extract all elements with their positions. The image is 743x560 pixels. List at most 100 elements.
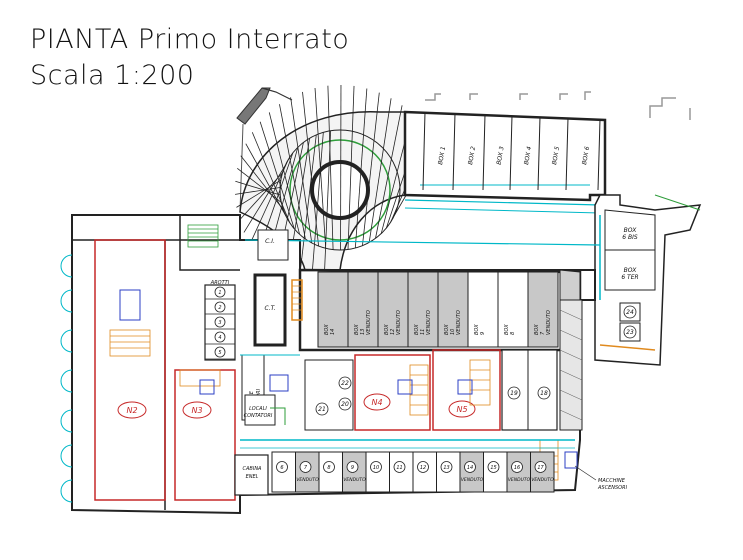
cellar-bottom-number: 12: [420, 465, 426, 471]
cellar-bottom-number: 8: [327, 465, 330, 471]
cellar-bottom-status: VENDUTO: [296, 477, 319, 483]
box-middle-label: BOX: [444, 324, 450, 335]
macchine-right-line2: ASCENSORI: [597, 485, 628, 491]
cellar-mid-label: 20: [341, 401, 349, 408]
cellar-mid-label: 21: [318, 406, 326, 413]
cabina-line2: ENEL: [246, 474, 259, 480]
box-right-label: 6 BIS: [622, 234, 638, 241]
ct-label: C.T.: [265, 305, 276, 312]
cellar-bottom-status: VENDUTO: [508, 477, 531, 483]
plan-scale: Scala 1:200: [30, 60, 195, 91]
right-cellars: 19 18: [501, 299, 583, 431]
cellar-left-label: 4: [218, 335, 221, 341]
cellar-bottom-status: VENDUTO: [461, 477, 484, 483]
box-top-label: BOX 4: [523, 146, 533, 166]
ci-label: C.I.: [265, 238, 275, 245]
title-block: PIANTA Primo Interrato Scala 1:200: [30, 22, 349, 94]
top-garage-block: BOX 1 BOX 2 BOX 3 BOX 4 BOX 5 BOX 6: [403, 110, 607, 214]
top-outline-dashes: [425, 91, 691, 120]
corridor: [240, 354, 575, 449]
cellar-label-18: 18: [540, 390, 548, 397]
box-middle-label: VENDUTO: [396, 310, 402, 335]
locali-line1: LOCALI: [249, 406, 267, 412]
cellar-bottom-number: 9: [351, 465, 354, 471]
cellar-left-label: 5: [218, 350, 221, 356]
box-middle-label: 10: [450, 329, 456, 335]
box-middle-label: 8: [510, 332, 516, 335]
box-middle-label: VENDUTO: [546, 310, 552, 335]
box-middle-label: VENDUTO: [456, 310, 462, 335]
box-middle-label: BOX: [414, 324, 420, 335]
cellar-bottom-status: VENDUTO: [343, 477, 366, 483]
cellar-bottom-number: 10: [373, 465, 379, 471]
box-middle-label: BOX: [504, 324, 510, 335]
box-middle: [437, 271, 469, 348]
machine-rooms-left: MACCHINE ASCENSORI LOCALI CONTATORI: [241, 354, 289, 426]
cellar-left-label: 3: [218, 320, 221, 326]
box-middle: [407, 271, 439, 348]
unit-label-n2: N2: [126, 406, 137, 415]
box-right-label: BOX: [624, 267, 638, 274]
cellar-bottom-number: 11: [396, 465, 402, 471]
cellar-bottom-number: 14: [467, 465, 473, 471]
box-middle-label: 9: [480, 332, 486, 335]
box-middle-label: 14: [330, 329, 336, 335]
box-right-label: 6 TER: [621, 274, 638, 281]
box-middle-label: BOX: [384, 324, 390, 335]
box-top-label: BOX 3: [496, 146, 506, 166]
box-top-label: BOX 6: [581, 146, 591, 166]
box-top-label: BOX 1: [437, 146, 447, 165]
machine-rooms-right: MACCHINE ASCENSORI: [574, 465, 628, 491]
box-middle-label: BOX: [354, 324, 360, 335]
cabina-line1: CABINA: [243, 466, 263, 472]
cabina-enel: CABINA ENEL: [234, 454, 269, 496]
mid-cellars: 22 21 20: [304, 359, 354, 431]
box-middle-label: 13: [360, 329, 366, 335]
box-middle: [497, 271, 529, 348]
cellar-label-19: 19: [510, 390, 518, 397]
box-right-label: BOX: [624, 227, 638, 234]
cellar-bottom-status: VENDUTO: [531, 477, 554, 483]
cellar-bottom-number: 6: [280, 465, 283, 471]
box-middle: [527, 271, 559, 348]
left-facade: [60, 254, 73, 503]
cellar-label-23: 23: [626, 329, 634, 336]
ci-ct-rooms: C.I. C.T.: [253, 229, 303, 347]
locali-line2: CONTATORI: [244, 413, 273, 419]
cellar-bottom-number: 15: [490, 465, 496, 471]
upper-left-wall: [236, 87, 293, 213]
box-middle-label: 7: [540, 331, 546, 335]
box-middle-label: VENDUTO: [366, 310, 372, 335]
cellar-bottom-number: 17: [537, 465, 544, 471]
cellar-bottom-number: 7: [304, 465, 308, 471]
cellar-bottom-number: 16: [514, 465, 520, 471]
arotti-label: AROTTI: [210, 280, 230, 286]
unit-labels: N2 N3 N4 N5: [117, 393, 476, 419]
cellar-left-label: 2: [218, 305, 221, 311]
box-middle-label: 12: [390, 329, 396, 335]
unit-label-n5: N5: [456, 405, 467, 414]
macchine-right-line1: MACCHINE: [598, 478, 626, 484]
box-top-label: BOX 2: [467, 146, 477, 166]
box-middle-label: BOX: [534, 324, 540, 335]
box-top-label: BOX 5: [551, 146, 561, 166]
cellar-left-label: 1: [218, 290, 221, 296]
cellar-label-24: 24: [626, 309, 634, 316]
unit-label-n3: N3: [191, 406, 202, 415]
plan-title: PIANTA Primo Interrato: [30, 24, 350, 55]
box-middle-label: BOX: [324, 324, 330, 335]
box-middle: [317, 271, 349, 348]
stair-green-top: [187, 224, 219, 248]
box-middle: [347, 271, 379, 348]
box-middle-label: BOX: [474, 324, 480, 335]
cellar-bottom-number: 13: [443, 465, 449, 471]
box-middle-label: 11: [420, 329, 426, 335]
cellars-left: AROTTI 1 2 3 4 5: [204, 280, 236, 361]
box-middle-label: VENDUTO: [426, 310, 432, 335]
unit-label-n4: N4: [371, 398, 382, 407]
cellar-mid-label: 22: [341, 380, 349, 387]
